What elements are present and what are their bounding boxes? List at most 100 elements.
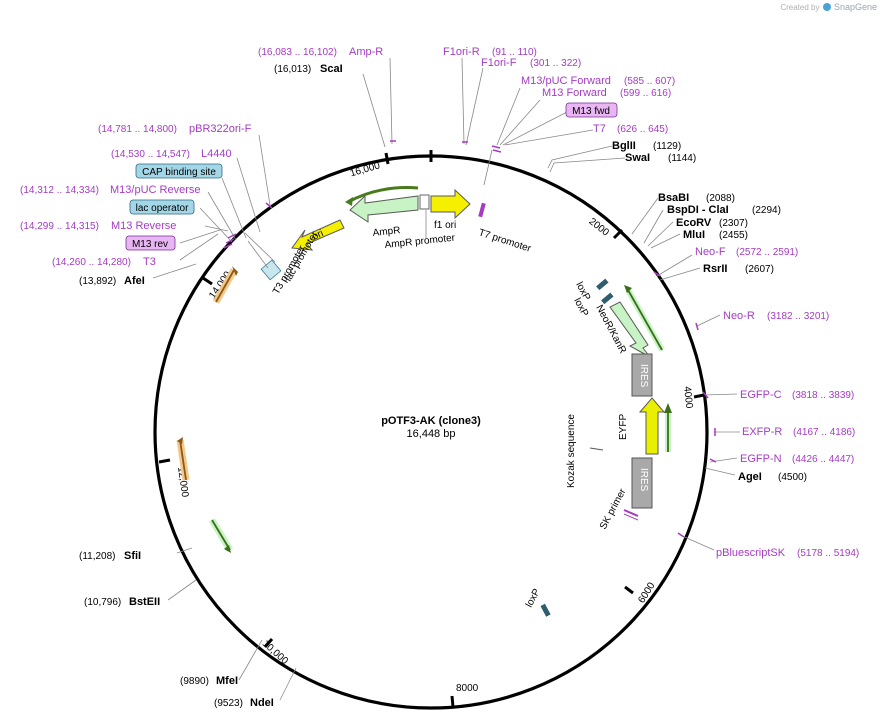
primer-l4440-pos: (14,530 .. 14,547) [111, 149, 190, 160]
primer-m13-forward-pos: (599 .. 616) [620, 88, 671, 99]
primer-t3-name: T3 [143, 256, 156, 268]
primer-pbluescriptsk-pos: (5178 .. 5194) [797, 548, 859, 559]
primer-amp-r-pos: (16,083 .. 16,102) [258, 47, 337, 58]
ampr-label: AmpR [372, 225, 401, 239]
primer-f1ori-r-pos: (91 .. 110) [492, 47, 537, 58]
top-right-labels: T7 (626 .. 645) BglII (1129) SwaI (1144) [593, 123, 696, 164]
site-ecorv-pos: (2307) [719, 218, 748, 229]
feature-ori: ori [291, 219, 345, 251]
site-bglii-pos: (1129) [653, 141, 681, 152]
feature-neo: NeoR/KanR [593, 285, 665, 358]
primer-pbr322ori-f-pos: (14,781 .. 14,800) [98, 124, 177, 135]
lac-operator-box: lac operator [129, 199, 195, 215]
feature-lac-promoter: lac promoter T3 promoter [260, 229, 321, 297]
cap-binding-site-label: CAP binding site [142, 167, 216, 178]
feature-ires-2: IRES [631, 457, 653, 509]
plasmid-size: 16,448 bp [407, 428, 456, 440]
primer-egfp-n-name: EGFP-N [740, 453, 782, 465]
site-bsteii-name: BstEII [129, 596, 160, 608]
feature-f1-ori: f1 ori [430, 188, 471, 231]
left-labels-2: (14,312 .. 14,334) M13/pUC Reverse [20, 184, 200, 196]
site-ndei-pos: (9523) [214, 698, 243, 709]
site-sfii-pos: (11,208) [79, 551, 116, 562]
primer-neo-f-pos: (2572 .. 2591) [736, 247, 798, 258]
primer-t3-pos: (14,260 .. 14,280) [52, 257, 131, 268]
left-labels-3: (14,299 .. 14,315) M13 Reverse [20, 220, 176, 232]
site-afei-pos: (13,892) [79, 276, 116, 287]
site-swai-name: SwaI [625, 152, 650, 164]
eyfp-label: EYFP [618, 414, 629, 440]
kozak-label: Kozak sequence [566, 414, 577, 488]
primer-neo-r-pos: (3182 .. 3201) [767, 311, 829, 322]
site-scai-name: ScaI [320, 63, 343, 75]
primer-f1ori-r-name: F1ori-R [443, 46, 480, 58]
primer-m13puc-fwd-name: M13/pUC Forward [521, 75, 611, 87]
primer-t7-pos: (626 .. 645) [617, 124, 668, 135]
site-bspdi-clai-pos: (2294) [752, 205, 781, 216]
loxp-label-3: loxP [524, 587, 543, 610]
primer-m13-rev-box: M13 rev [125, 235, 176, 251]
primer-neo-f-name: Neo-F [695, 246, 726, 258]
primer-m13-fwd-box: M13 fwd [565, 102, 618, 118]
feature-t7-promoter: T7 promoter [477, 202, 533, 255]
f1-ori-label: f1 ori [434, 220, 456, 231]
feature-orange-arrow-2 [176, 437, 190, 481]
site-bglii-name: BglII [612, 140, 636, 152]
primer-egfp-c-pos: (3818 .. 3839) [792, 390, 854, 401]
primer-t7-name: T7 [593, 123, 606, 135]
left-labels-4: (14,260 .. 14,280) T3 (13,892) AfeI (11,… [52, 256, 274, 709]
primer-egfp-c-name: EGFP-C [740, 389, 782, 401]
site-mlui-pos: (2455) [719, 230, 748, 241]
feature-loxp-3: loxP [524, 587, 551, 617]
credit: Created by SnapGene [780, 2, 877, 12]
primer-m13puc-rev-pos: (14,312 .. 14,334) [20, 185, 99, 196]
primer-f1ori-f-name: F1ori-F [481, 57, 517, 69]
primer-m13-reverse-pos: (14,299 .. 14,315) [20, 221, 99, 232]
primer-amp-r-name: Amp-R [349, 46, 383, 58]
site-agei-name: AgeI [738, 471, 762, 483]
feature-green-arrow-left [208, 518, 234, 553]
feature-kozak: Kozak sequence [566, 414, 604, 488]
primer-exfp-r-name: EXFP-R [742, 426, 782, 438]
site-bsabi-name: BsaBI [658, 192, 689, 204]
ori-label: ori [311, 228, 326, 243]
site-rsrii-name: RsrII [703, 263, 727, 275]
ires-label-2: IRES [638, 468, 649, 492]
primer-egfp-n-pos: (4426 .. 4447) [792, 454, 854, 465]
site-afei-name: AfeI [124, 275, 145, 287]
primer-neo-r-name: Neo-R [723, 310, 755, 322]
credit-brand: SnapGene [833, 2, 877, 12]
site-swai-pos: (1144) [668, 153, 696, 164]
primer-ticks [223, 140, 717, 538]
site-mlui-name: MluI [683, 229, 705, 241]
primer-l4440-name: L4440 [201, 148, 232, 160]
site-bspdi-clai-name: BspDI - ClaI [667, 204, 729, 216]
primer-m13-rev-name: M13 rev [132, 239, 168, 250]
lac-operator-label: lac operator [136, 203, 189, 214]
plasmid-name: pOTF3-AK (clone3) [381, 415, 481, 427]
left-labels: (14,781 .. 14,800) pBR322ori-F (14,530 .… [98, 123, 252, 160]
primer-m13-forward-name: M13 Forward [542, 87, 607, 99]
site-mfei-pos: (9890) [180, 676, 209, 687]
primer-m13-fwd-name: M13 fwd [572, 106, 610, 117]
primer-pbr322ori-f-name: pBR322ori-F [189, 123, 252, 135]
sk-primer-label: SK primer [598, 486, 629, 531]
site-bsteii-pos: (10,796) [84, 597, 121, 608]
primer-m13puc-fwd-pos: (585 .. 607) [624, 76, 675, 87]
site-mfei-name: MfeI [216, 675, 238, 687]
ruler-8000: 8000 [456, 683, 479, 694]
primer-exfp-r-pos: (4167 .. 4186) [793, 427, 855, 438]
site-scai-pos: (16,013) [274, 64, 311, 75]
primer-m13-reverse-name: M13 Reverse [111, 220, 176, 232]
feature-eyfp: EYFP [618, 397, 672, 455]
site-ecorv-name: EcoRV [676, 217, 712, 229]
primer-m13puc-rev-name: M13/pUC Reverse [110, 184, 200, 196]
ruler-16000: 16,000 [349, 160, 382, 179]
site-agei-pos: (4500) [778, 472, 807, 483]
feature-ampr: AmpR [345, 186, 419, 239]
cap-binding-site-box: CAP binding site [135, 163, 223, 179]
site-rsrii-pos: (2607) [745, 264, 774, 275]
site-bsabi-pos: (2088) [706, 193, 735, 204]
right-labels: BsaBI (2088) BspDI - ClaI (2294) EcoRV (… [658, 192, 859, 559]
